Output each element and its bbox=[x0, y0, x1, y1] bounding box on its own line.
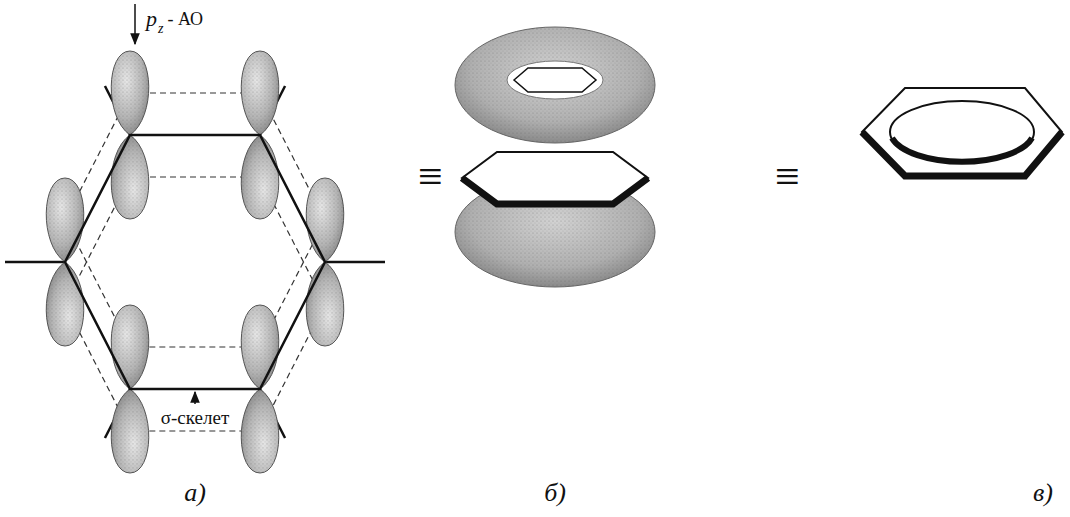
sigma-bond bbox=[325, 261, 385, 264]
equivalence-sign: ≡ bbox=[775, 155, 800, 199]
pz-arrow bbox=[134, 4, 136, 44]
pz-lobe bbox=[241, 305, 279, 389]
panel-letter: б) bbox=[544, 480, 566, 506]
orbital-symbol: p bbox=[146, 8, 157, 30]
pz-lobe-texture bbox=[306, 178, 344, 262]
orbital-abbrev: - АО bbox=[167, 10, 203, 28]
pz-lobe bbox=[241, 135, 279, 219]
sigma-skeleton bbox=[65, 135, 325, 389]
pz-lobe-texture bbox=[111, 305, 149, 389]
pz-lobe bbox=[111, 305, 149, 389]
pz-lobe-texture bbox=[111, 135, 149, 219]
pz-lobe bbox=[111, 389, 149, 473]
pz-lobe-texture bbox=[111, 51, 149, 135]
sigma-skeleton-label: σ-скелет bbox=[161, 408, 229, 427]
panel-letter: в) bbox=[1033, 480, 1053, 506]
pi-cloud-torus bbox=[455, 27, 655, 287]
pz-lobe-texture bbox=[241, 51, 279, 135]
pz-lobe bbox=[46, 178, 84, 262]
overlap-dashes bbox=[65, 93, 325, 347]
sigma-bond bbox=[5, 261, 65, 264]
overlap-dashes bbox=[65, 177, 325, 431]
benzene-hexagon-symbol bbox=[862, 88, 1062, 176]
equivalence-sign: ≡ bbox=[418, 155, 443, 199]
pz-lobe bbox=[241, 389, 279, 473]
pz-lobe bbox=[306, 178, 344, 262]
pz-lobe-texture bbox=[46, 178, 84, 262]
pz-lobe bbox=[111, 135, 149, 219]
sigma-arrow bbox=[194, 392, 196, 404]
pz-lobe-texture bbox=[241, 135, 279, 219]
pz-lobe-texture bbox=[241, 305, 279, 389]
pz-lobe bbox=[241, 51, 279, 135]
pz-lobe bbox=[111, 51, 149, 135]
pz-lobe-texture bbox=[306, 262, 344, 346]
p-orbitals-figure bbox=[5, 51, 385, 473]
panel-letter: а) bbox=[184, 480, 206, 506]
pz-lobe-texture bbox=[46, 262, 84, 346]
orbital-subscript: z bbox=[158, 22, 163, 36]
pz-lobe-texture bbox=[111, 389, 149, 473]
pz-lobe-texture bbox=[241, 389, 279, 473]
pz-lobe bbox=[306, 262, 344, 346]
pz-lobe bbox=[46, 262, 84, 346]
